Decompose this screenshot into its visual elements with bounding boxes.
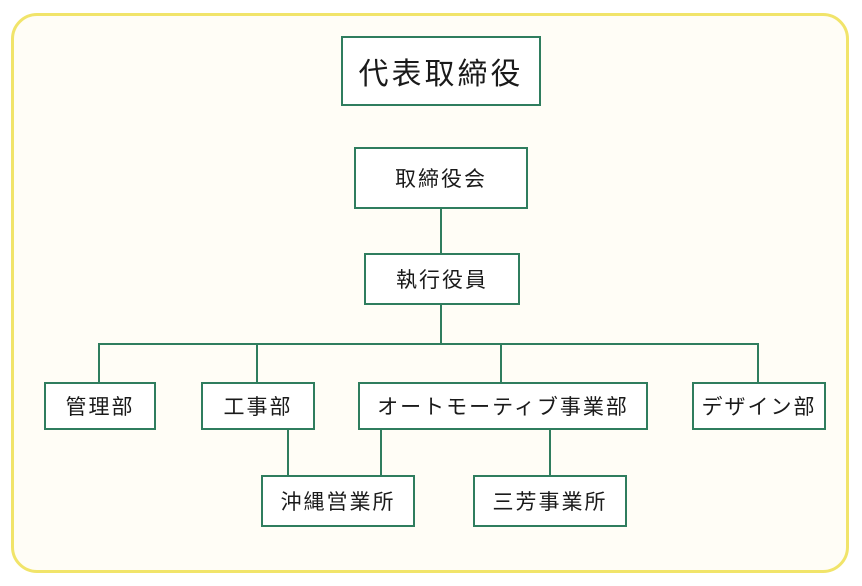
connector-automotive-okinawa bbox=[380, 428, 382, 476]
connector-automotive-sanpo bbox=[549, 428, 551, 476]
dept-automotive-label: オートモーティブ事業部 bbox=[377, 395, 629, 419]
dept-admin-label: 管理部 bbox=[65, 395, 135, 419]
dept-construction-label: 工事部 bbox=[223, 395, 293, 419]
connector-construction-okinawa bbox=[287, 428, 289, 476]
connector-automotive bbox=[500, 343, 502, 383]
office-okinawa-label: 沖縄営業所 bbox=[280, 490, 396, 514]
connector-design bbox=[757, 343, 759, 383]
dept-design-box: デザイン部 bbox=[692, 382, 826, 430]
ceo-box: 代表取締役 bbox=[341, 36, 541, 106]
office-okinawa-box: 沖縄営業所 bbox=[261, 475, 415, 527]
office-sanpo-label: 三芳事業所 bbox=[492, 490, 608, 514]
connector-admin bbox=[98, 343, 100, 383]
board-label: 取締役会 bbox=[395, 167, 487, 191]
dept-construction-box: 工事部 bbox=[201, 382, 315, 430]
dept-automotive-box: オートモーティブ事業部 bbox=[358, 382, 648, 430]
officers-box: 執行役員 bbox=[364, 253, 520, 305]
office-sanpo-box: 三芳事業所 bbox=[473, 475, 627, 527]
dept-admin-box: 管理部 bbox=[44, 382, 156, 430]
connector-horizontal-bus bbox=[98, 343, 759, 345]
connector-officers-trunk bbox=[440, 304, 442, 344]
ceo-label: 代表取締役 bbox=[358, 57, 524, 92]
officers-label: 執行役員 bbox=[396, 268, 488, 292]
dept-design-label: デザイン部 bbox=[701, 395, 817, 419]
connector-board-officers bbox=[440, 208, 442, 254]
connector-construction bbox=[256, 343, 258, 383]
board-box: 取締役会 bbox=[354, 147, 528, 209]
